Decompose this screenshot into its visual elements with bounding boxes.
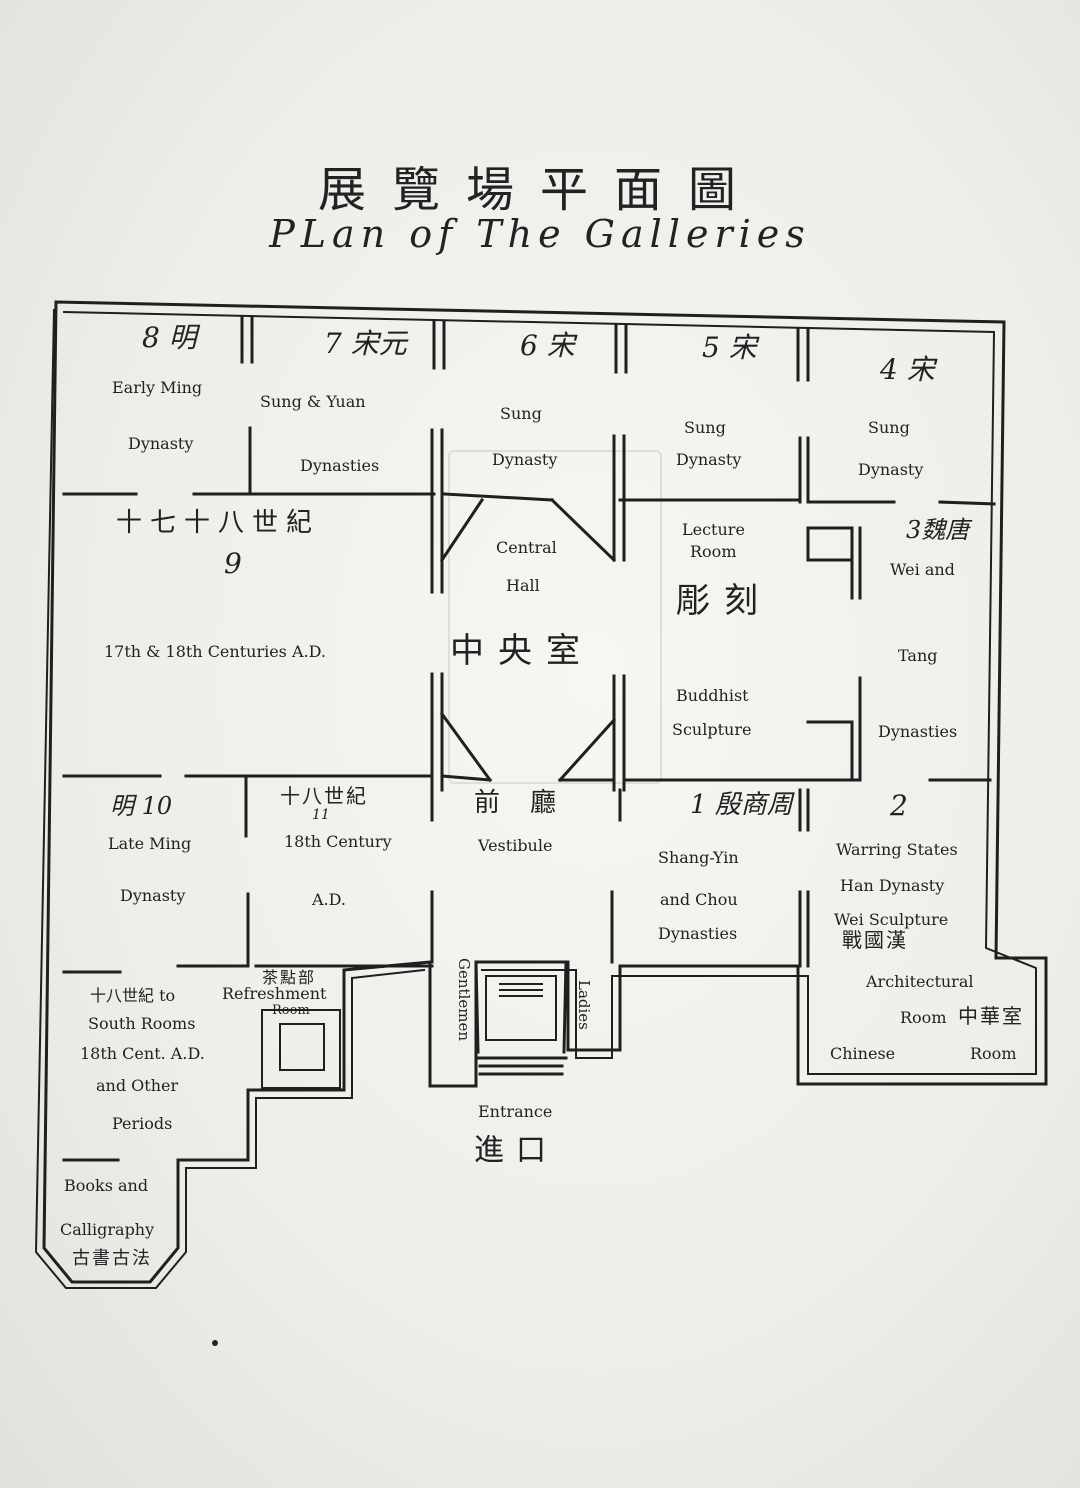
room-9-line-1: 17th & 18th Centuries A.D.	[104, 642, 326, 661]
entrance-box	[485, 975, 557, 1041]
room-1-number: 1 殷商周	[690, 790, 793, 820]
architectural-line-1: Architectural	[866, 972, 974, 991]
central-hall-chinese: 中央室	[450, 631, 594, 671]
books-line-1: Books and	[64, 1176, 149, 1195]
room-9-number: 9	[224, 547, 242, 580]
chinese-room-zh: 中華室	[958, 1004, 1024, 1028]
doors-central	[439, 497, 617, 563]
wall-7-8	[240, 316, 254, 364]
room-2-chinese: 戰國漢	[842, 928, 908, 952]
wall-row2-b	[244, 774, 810, 838]
entrance-steps	[474, 960, 568, 1076]
room-5-number: 5 宋	[702, 331, 757, 364]
wall-4-5	[796, 328, 810, 382]
architectural-line-2: Room	[900, 1008, 947, 1027]
refreshment-line-1: Refreshment	[222, 984, 327, 1003]
room-6-line-2: Dynasty	[492, 450, 558, 469]
room-11-number: 11	[312, 807, 330, 823]
faded-seal-stamp	[448, 450, 662, 784]
south-line-5: Periods	[112, 1114, 173, 1133]
room-7-line-2: Dynasties	[300, 456, 380, 475]
south-line-3: 18th Cent. A.D.	[80, 1044, 205, 1063]
entrance-grid	[499, 983, 543, 997]
title-chinese: 展覽場平面圖	[317, 162, 762, 218]
lecture-room-line-1: Lecture	[682, 520, 745, 539]
ink-dot	[212, 1340, 218, 1346]
room-6-number: 6 宋	[520, 329, 575, 362]
room-4-number: 4 宋	[880, 353, 935, 386]
south-line-1: 十八世紀 to	[90, 986, 176, 1005]
gentlemen-label: Gentlemen	[455, 958, 473, 1041]
room-10-line-2: Dynasty	[120, 886, 186, 905]
room-8-number: 8 明	[142, 321, 197, 354]
wall-row3-vert	[246, 890, 810, 968]
room-2-number: 2	[890, 789, 908, 822]
wall-central-lower	[430, 672, 626, 792]
room-8-line-2: Dynasty	[128, 434, 194, 453]
room-6-line-1: Sung	[500, 404, 542, 423]
vestibule-line-1: Vestibule	[478, 836, 553, 855]
room-5-line-2: Dynasty	[676, 450, 742, 469]
refreshment-line-2: Room	[272, 1003, 310, 1018]
room-10-number: 明 10	[110, 792, 173, 820]
outer-wall-inner	[34, 308, 1037, 1289]
wall-row1	[62, 492, 996, 506]
room-11-line-1: 18th Century	[284, 832, 392, 851]
wall-6-7	[432, 320, 446, 370]
south-line-4: and Other	[96, 1076, 179, 1095]
room-4-line-2: Dynasty	[858, 460, 924, 479]
room-3-line-1: Wei and	[890, 560, 955, 579]
lecture-box	[806, 526, 862, 600]
room-2-line-1: Warring States	[836, 840, 958, 859]
room-3-line-3: Dynasties	[878, 722, 958, 741]
entrance-label: Entrance	[478, 1102, 553, 1121]
room-2-line-2: Han Dynasty	[840, 876, 945, 895]
room-2-line-3: Wei Sculpture	[834, 910, 949, 929]
south-line-2: South Rooms	[88, 1014, 196, 1033]
ladies-label: Ladies	[575, 980, 593, 1030]
stairwell	[261, 1009, 341, 1089]
vestibule-chinese: 前廳	[474, 788, 587, 818]
sculpture-line-1: Buddhist	[676, 686, 749, 705]
room-1-line-1: Shang-Yin	[658, 848, 739, 867]
room-7-number: 7 宋元	[324, 327, 407, 360]
sculpture-box	[806, 676, 862, 782]
lecture-room-line-2: Room	[690, 542, 737, 561]
room-4-line-1: Sung	[868, 418, 910, 437]
books-line-2: Calligraphy	[60, 1220, 155, 1239]
room-5-line-1: Sung	[684, 418, 726, 437]
wall-5-6	[614, 324, 628, 374]
room-1-line-2: and Chou	[660, 890, 738, 909]
room-3-number: 3魏唐	[906, 516, 970, 544]
room-9-chinese: 十七十八世紀	[116, 508, 321, 538]
central-hall-line-2: Hall	[506, 576, 540, 595]
room-10-line-1: Late Ming	[108, 834, 192, 853]
outer-wall	[42, 300, 1048, 1284]
architectural-line-4: Room	[970, 1044, 1017, 1063]
architectural-line-3: Chinese	[830, 1044, 896, 1063]
wall-row2	[62, 774, 992, 782]
room-1-line-3: Dynasties	[658, 924, 738, 943]
books-chinese: 古書古法	[72, 1248, 152, 1269]
room-3-line-2: Tang	[898, 646, 938, 665]
room-8-line-1: Early Ming	[112, 378, 203, 397]
sculpture-line-2: Sculpture	[672, 720, 752, 739]
room-7-line-1: Sung & Yuan	[260, 392, 366, 411]
room-11-line-2: A.D.	[312, 890, 346, 909]
entrance-chinese: 進口	[474, 1133, 558, 1168]
title-english: PLan of The Galleries	[269, 212, 811, 256]
wall-row1-b	[248, 426, 810, 594]
room-11-chinese: 十八世紀	[280, 784, 368, 808]
sculpture-chinese: 彫刻	[676, 581, 772, 621]
central-hall-line-1: Central	[496, 538, 557, 557]
refreshment-chinese: 茶點部	[262, 968, 317, 987]
wall-row3	[62, 964, 802, 974]
